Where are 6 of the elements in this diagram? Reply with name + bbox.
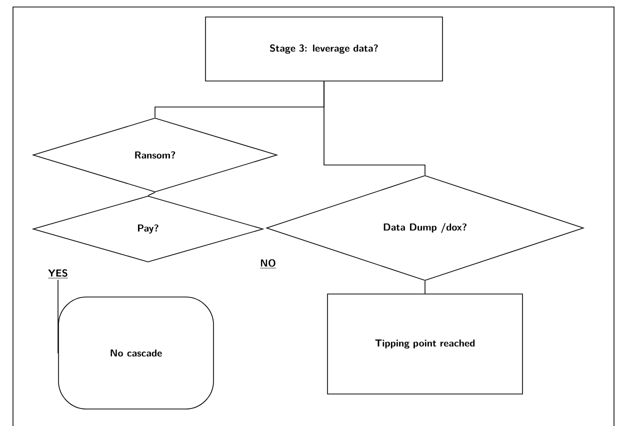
connector-line	[324, 81, 426, 176]
process-box: Tipping point reached	[327, 294, 523, 394]
connector-line	[424, 280, 426, 294]
yes-label: YES	[48, 269, 68, 278]
connector-line	[148, 192, 156, 196]
process-box: Stage 3: leverage data?	[205, 16, 443, 82]
